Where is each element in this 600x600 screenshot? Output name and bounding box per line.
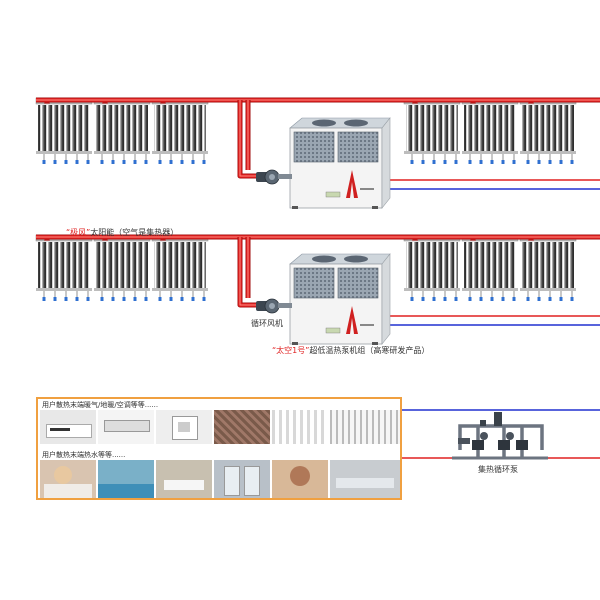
pump-station-icon [452,412,548,460]
shower-room-photo [214,460,270,498]
solar-collector-icon [519,97,577,164]
pump-station [452,412,548,460]
floor-pipe-photo [272,410,328,444]
floor-heating-photo [214,410,270,444]
heat-pump-unit-icon [289,253,391,345]
cassette-ac-photo [156,410,212,444]
fan-duct-row1 [237,100,262,179]
solar-collector-icon [519,234,577,301]
solar-collector-icon [35,234,93,301]
solar-collector-icon [151,97,209,164]
solar-air-collector-caption: “极风”太阳能（空气是集热器） [66,228,178,238]
solar-collector-icon [93,234,151,301]
circulation-fan-caption: 循环风机 [251,319,283,328]
heat-pump-text: 超低温热泵机组（高寒研发产品） [309,346,430,355]
fan-duct-row2 [237,237,262,308]
solar-collector-icon [403,234,461,301]
solar-collector-icon [461,234,519,301]
circulation-fan-icon [256,169,292,185]
solar-collector-icon [403,97,461,164]
washroom-photo [330,460,400,498]
fan-coil-photo [98,410,154,444]
circulation-fans [256,169,292,314]
heating-terminal-label: 用户散热末端暖气/地暖/空调等等...... [42,401,159,409]
radiator-unit-photo [40,410,96,444]
hot-water-terminal-label: 用户散热末端热水等等...... [42,451,126,459]
caption-text: 太阳能（空气是集热器） [90,228,179,237]
solar-collector-icon [93,97,151,164]
solar-collector-icon [35,97,93,164]
heat-pump-brand: “太空1号” [272,346,310,355]
child-bath-photo [40,460,96,498]
restaurant-photo [156,460,212,498]
radiator-photo [330,410,400,444]
user-terminal-panel: 用户散热末端暖气/地暖/空调等等...... 用户散热末端热水等等...... [36,397,402,500]
heat-pump-unit-icon [289,117,391,209]
solar-collector-icon [151,234,209,301]
circulation-fan-icon [256,298,292,314]
pump-station-caption: 集热循环泵 [478,465,518,474]
pipe-network [36,97,600,459]
caption-brand: “极风” [66,228,91,237]
heat-pump-units [289,117,391,345]
heat-pump-caption: “太空1号”超低温热泵机组（高寒研发产品） [272,346,429,356]
solar-collector-arrays [35,97,577,301]
pool-photo [98,460,154,498]
person-shower-photo [272,460,328,498]
solar-collector-icon [461,97,519,164]
